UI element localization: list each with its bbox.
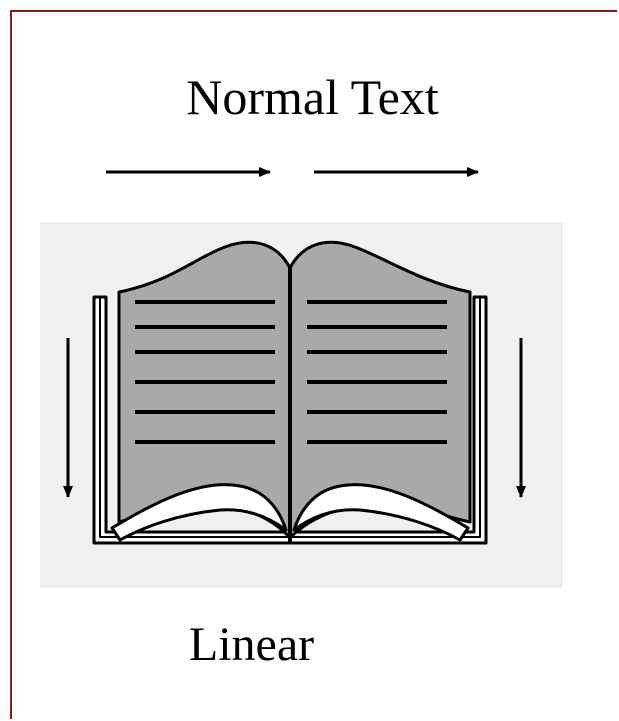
top-label: Normal Text [186, 69, 439, 125]
bottom-label: Linear [188, 618, 315, 671]
book-icon [92, 240, 488, 545]
slide-frame [10, 10, 617, 719]
